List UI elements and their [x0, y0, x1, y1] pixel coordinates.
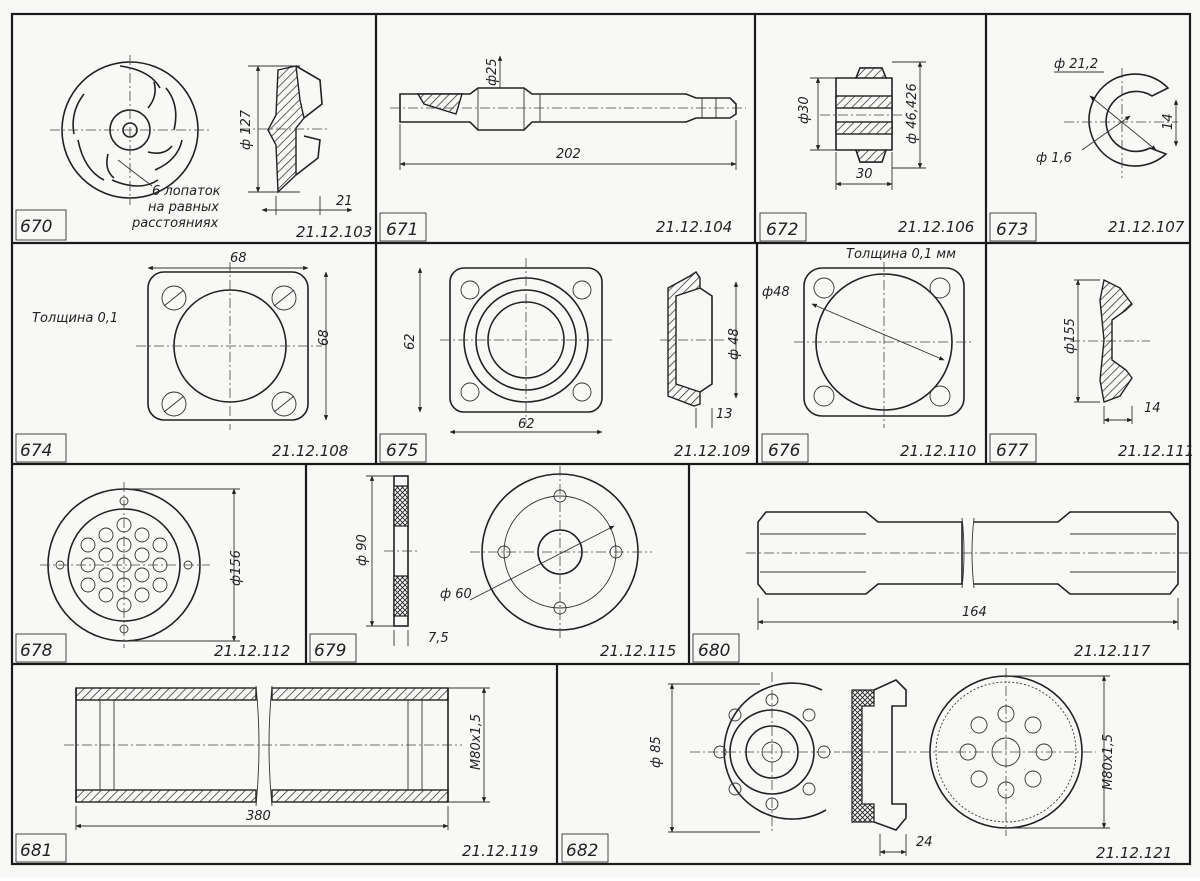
note-line-2: на равных — [148, 200, 219, 215]
dim-length: 164 — [962, 605, 987, 620]
part-677: ф155 14 677 21.12.111 — [989, 278, 1194, 463]
dim-height: 68 — [317, 329, 332, 346]
part-code: 21.12.121 — [1096, 844, 1172, 862]
part-682: ф 85 24 М80х1,5 682 21.12.121 — [561, 668, 1172, 863]
note-line-1: 6 лопаток — [152, 184, 221, 199]
dim-diameter: ф 85 — [649, 736, 664, 768]
part-code: 21.12.103 — [296, 223, 372, 241]
dim-d1: ф 21,2 — [1054, 57, 1098, 72]
part-674: 68 68 Толщина 0,1 674 21.12.108 — [15, 251, 348, 463]
part-679: ф 90 7,5 ф 60 679 21.12.115 — [309, 466, 676, 663]
part-673: ф 21,2 ф 1,6 14 673 21.12.107 — [989, 57, 1185, 242]
part-number: 682 — [566, 841, 598, 861]
dim-length: 7,5 — [428, 631, 449, 646]
part-681: М80х1,5 380 681 21.12.119 — [15, 685, 538, 863]
part-number: 681 — [20, 841, 52, 861]
part-code: 21.12.108 — [272, 442, 348, 460]
dim-diameter: ф 48 — [727, 328, 742, 360]
part-670: ф 127 21 6 лопаток на равных расстояниях… — [15, 55, 372, 241]
dim-d2: ф 1,6 — [1036, 151, 1072, 166]
panel-grid — [10, 12, 1192, 866]
dim-d1: ф 90 — [355, 534, 370, 566]
dim-width: 62 — [518, 417, 535, 432]
dim-length: 13 — [716, 407, 733, 422]
dim-diameter: ф156 — [229, 550, 244, 586]
note-thickness: Толщина 0,1 мм — [846, 247, 956, 262]
part-code: 21.12.107 — [1108, 218, 1185, 236]
part-number: 679 — [314, 641, 346, 661]
dim-length: 14 — [1161, 113, 1176, 130]
part-code: 21.12.115 — [600, 642, 676, 660]
part-676: ф48 Толщина 0,1 мм 676 21.12.110 — [761, 247, 976, 463]
part-code: 21.12.119 — [462, 842, 538, 860]
part-number: 674 — [20, 441, 52, 461]
part-680: 164 680 21.12.117 — [692, 511, 1190, 663]
part-code: 21.12.112 — [214, 642, 290, 660]
part-number: 678 — [20, 641, 53, 661]
dim-d2: ф 46,426 — [905, 83, 920, 144]
dim-length: 14 — [1144, 401, 1161, 416]
part-671: ф25 202 671 21.12.104 — [379, 55, 746, 242]
dim-thread: М80х1,5 — [469, 714, 484, 770]
dim-d1: ф30 — [797, 96, 812, 124]
part-code: 21.12.106 — [898, 218, 974, 236]
dim-height: 62 — [403, 333, 418, 350]
dim-diameter: ф155 — [1063, 318, 1078, 354]
part-675: 62 62 ф 48 13 675 21.12.109 — [379, 258, 750, 463]
part-number: 680 — [698, 641, 730, 661]
part-672: ф30 ф 46,426 30 672 21.12.106 — [759, 61, 974, 242]
part-code: 21.12.111 — [1118, 442, 1194, 460]
part-number: 677 — [996, 441, 1029, 461]
dim-length: 30 — [856, 167, 873, 182]
dim-length: 202 — [556, 147, 581, 162]
dim-d2: ф 60 — [440, 587, 472, 602]
part-678: ф156 678 21.12.112 — [15, 482, 290, 663]
dim-length: 24 — [916, 835, 933, 850]
note-thickness: Толщина 0,1 — [32, 311, 118, 326]
dim-thread: М80х1,5 — [1101, 734, 1116, 790]
part-code: 21.12.117 — [1074, 642, 1151, 660]
dim-diameter: ф48 — [762, 285, 790, 300]
part-code: 21.12.109 — [674, 442, 750, 460]
dim-diameter: ф25 — [485, 58, 500, 86]
part-number: 672 — [766, 220, 798, 240]
part-code: 21.12.110 — [900, 442, 976, 460]
dim-length: 21 — [336, 194, 353, 209]
part-number: 673 — [996, 220, 1028, 240]
dim-length: 380 — [246, 809, 271, 824]
part-number: 670 — [20, 217, 52, 237]
part-number: 671 — [386, 220, 418, 240]
part-number: 676 — [768, 441, 801, 461]
note-line-3: расстояниях — [131, 216, 219, 231]
dim-diameter: ф 127 — [239, 109, 254, 150]
part-code: 21.12.104 — [656, 218, 732, 236]
part-number: 675 — [386, 441, 418, 461]
dim-width: 68 — [230, 251, 247, 266]
